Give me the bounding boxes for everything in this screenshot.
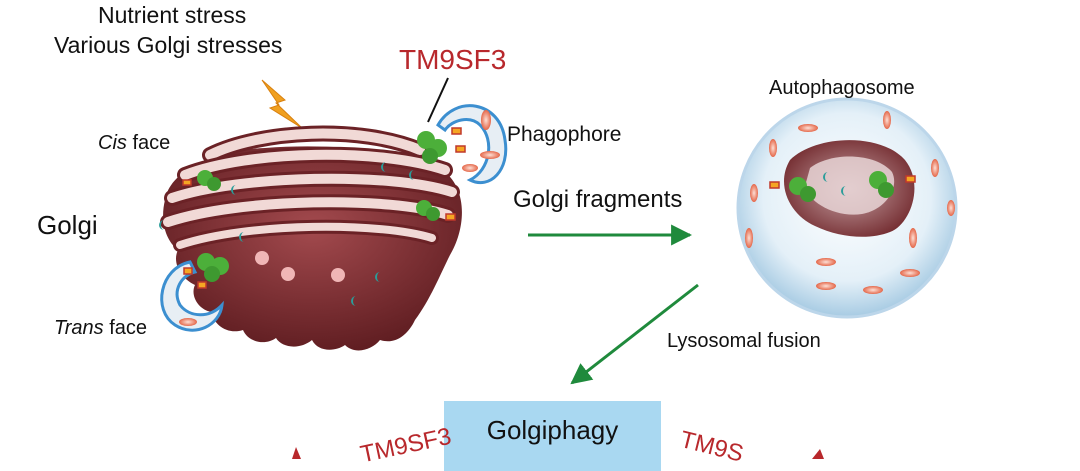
cargo-oval (462, 164, 478, 172)
cisterna (167, 173, 457, 203)
tm9sf3-receptor (769, 177, 816, 202)
cargo-crescent (351, 296, 356, 306)
golgiphagy-box: Golgiphagy (444, 401, 661, 471)
cargo-crescent (841, 186, 846, 196)
tm9sf3-receptor (869, 171, 916, 198)
cargo-crescent (381, 162, 386, 172)
cargo-crescent (159, 220, 164, 230)
cargo-oval (750, 184, 758, 202)
autophagosome-label: Autophagosome (769, 77, 915, 99)
lightning-icon (261, 79, 303, 129)
cargo-oval (769, 139, 777, 157)
vesicle-dot (281, 267, 295, 281)
cargo-oval (480, 151, 500, 159)
lysosomal-fusion-label: Lysosomal fusion (667, 330, 821, 352)
cargo-oval (179, 318, 197, 326)
cargo-oval (900, 269, 920, 277)
face-text: face (126, 132, 171, 154)
cargo-crescent (239, 232, 244, 242)
stress-label-line2: Various Golgi stresses (54, 32, 283, 58)
tm9sf3-receptor (183, 253, 229, 289)
vesicle-dot (331, 268, 345, 282)
cargo-crescent (231, 185, 236, 195)
tm9sf3-receptor (417, 127, 466, 164)
cis-italic: Cis (98, 132, 127, 154)
tm9sf3-pointer-line (427, 77, 449, 123)
cisterna (180, 149, 450, 180)
partial-arrow-left (292, 447, 301, 459)
cargo-oval (909, 228, 917, 248)
trans-face-label: Trans face (54, 317, 147, 340)
cargo-oval (798, 124, 818, 132)
golgi-fragment-inner (805, 156, 895, 215)
cargo-oval (883, 111, 891, 129)
lysosomal-fusion-arrow (570, 283, 699, 385)
cis-face-label: Cis face (98, 132, 170, 155)
face-text: face (103, 317, 147, 339)
cargo-oval (481, 110, 491, 130)
trans-italic: Trans (54, 317, 104, 339)
tm9sf3-receptor (416, 200, 456, 221)
cargo-oval (816, 258, 836, 266)
autophagosome (736, 97, 958, 319)
cargo-oval (816, 282, 836, 290)
tm9sf3-receptor (182, 170, 221, 191)
cargo-crescent (823, 172, 828, 182)
vesicle-dot (255, 251, 269, 265)
cargo-oval (745, 228, 753, 248)
tm9sf3-label: TM9SF3 (399, 44, 507, 75)
cisterna (205, 128, 425, 160)
golgi-label: Golgi (37, 210, 98, 240)
partial-arrow-right (812, 449, 824, 459)
cargo-oval (947, 200, 955, 216)
cargo-crescent (375, 272, 380, 282)
phagophore-label: Phagophore (507, 123, 622, 146)
diagram-canvas (159, 77, 958, 459)
golgi-fragments-label: Golgi fragments (513, 186, 683, 213)
golgiphagy-label: Golgiphagy (486, 415, 619, 445)
cargo-oval (931, 159, 939, 177)
cisterna (176, 222, 436, 249)
cargo-oval (863, 286, 883, 294)
phagophore-cup (160, 260, 224, 332)
golgi-apparatus (159, 104, 508, 351)
stress-label-line1: Nutrient stress (98, 2, 247, 28)
cargo-crescent (409, 170, 414, 180)
